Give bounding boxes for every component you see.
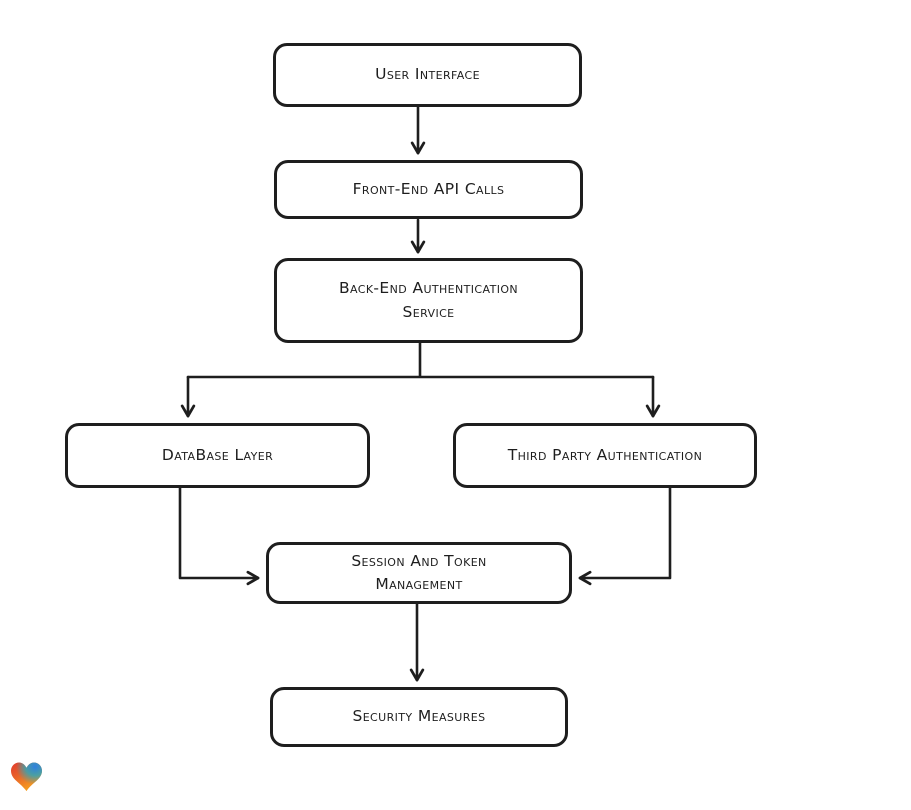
- node-label: Session And Token Management: [351, 551, 487, 593]
- node-session-and-token-management[interactable]: Session And Token Management: [266, 542, 572, 604]
- node-third-party-authentication[interactable]: Third Party Authentication: [453, 423, 757, 488]
- edge-branch-trunk: [186, 341, 655, 379]
- node-back-end-authentication-service[interactable]: Back-End Authentication Service: [274, 258, 583, 343]
- node-database-layer[interactable]: DataBase Layer: [65, 423, 370, 488]
- edge-third-party-auth-to-session-mgmt: [578, 486, 672, 586]
- node-label: Security Measures: [352, 707, 486, 726]
- node-label: Back-End Authentication Service: [338, 279, 519, 321]
- node-label: DataBase Layer: [161, 445, 274, 464]
- node-user-interface[interactable]: User Interface: [273, 43, 582, 107]
- node-label: Front-End API Calls: [352, 179, 505, 198]
- node-label: User Interface: [375, 65, 480, 84]
- node-front-end-api-calls[interactable]: Front-End API Calls: [274, 160, 583, 219]
- edge-database-layer-to-session-mgmt: [178, 486, 260, 586]
- node-label: Third Party Authentication: [507, 445, 703, 464]
- gradient-heart-logo: [11, 762, 42, 792]
- node-security-measures[interactable]: Security Measures: [270, 687, 568, 747]
